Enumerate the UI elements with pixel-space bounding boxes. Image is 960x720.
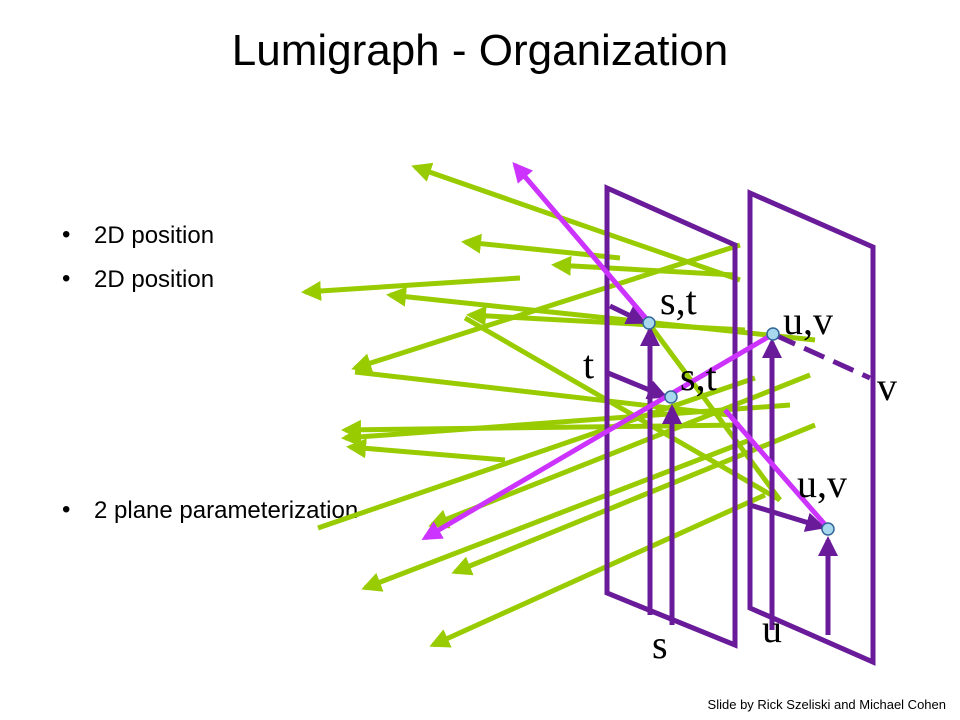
label-v-axis: v [877,364,897,409]
label-st-lower: s,t [680,354,717,399]
ray [386,286,816,343]
plane-st [604,184,738,649]
green-rays [301,162,816,648]
ray [429,492,767,648]
label-uv-upper: u,v [783,298,833,343]
magenta-ray-lower [421,330,777,541]
v-axis-arrow [749,502,826,532]
label-u-axis: u [762,606,782,651]
point-st-lower [664,390,678,404]
magenta-ray-link [723,408,830,530]
point-uv-lower [821,522,835,536]
bullet-item: 2D position [62,221,214,250]
label-t-axis: t [583,342,594,387]
slide-title: Lumigraph - Organization [231,26,729,75]
axis-arrows [607,303,872,635]
ray [301,275,521,301]
intersection-points [642,316,835,536]
v-axis-dashed [773,332,872,381]
t-axis-arrow-1 [608,303,647,325]
label-s-axis: s [652,622,668,667]
point-st-upper [642,316,656,330]
ray [451,422,816,576]
ray-segment [463,315,782,503]
ray-segment [317,375,756,531]
magenta-rays [421,161,830,541]
t-axis-arrow-2 [607,370,668,400]
ray [551,255,736,278]
ray [461,233,621,261]
plane-uv [747,189,876,666]
ray-segment [647,323,783,502]
point-uv-upper [766,327,780,341]
ray [428,372,811,529]
ray [361,437,751,592]
label-uv-lower: u,v [797,461,847,506]
label-st-upper: s,t [660,278,697,323]
bullet-item: 2 plane parameterization [62,496,358,525]
ray [346,438,506,463]
magenta-ray-upper [512,161,652,325]
slide-credit: Slide by Rick Szeliski and Michael Cohen [707,697,946,712]
ray [351,242,741,373]
bullet-item: 2D position [62,265,214,294]
